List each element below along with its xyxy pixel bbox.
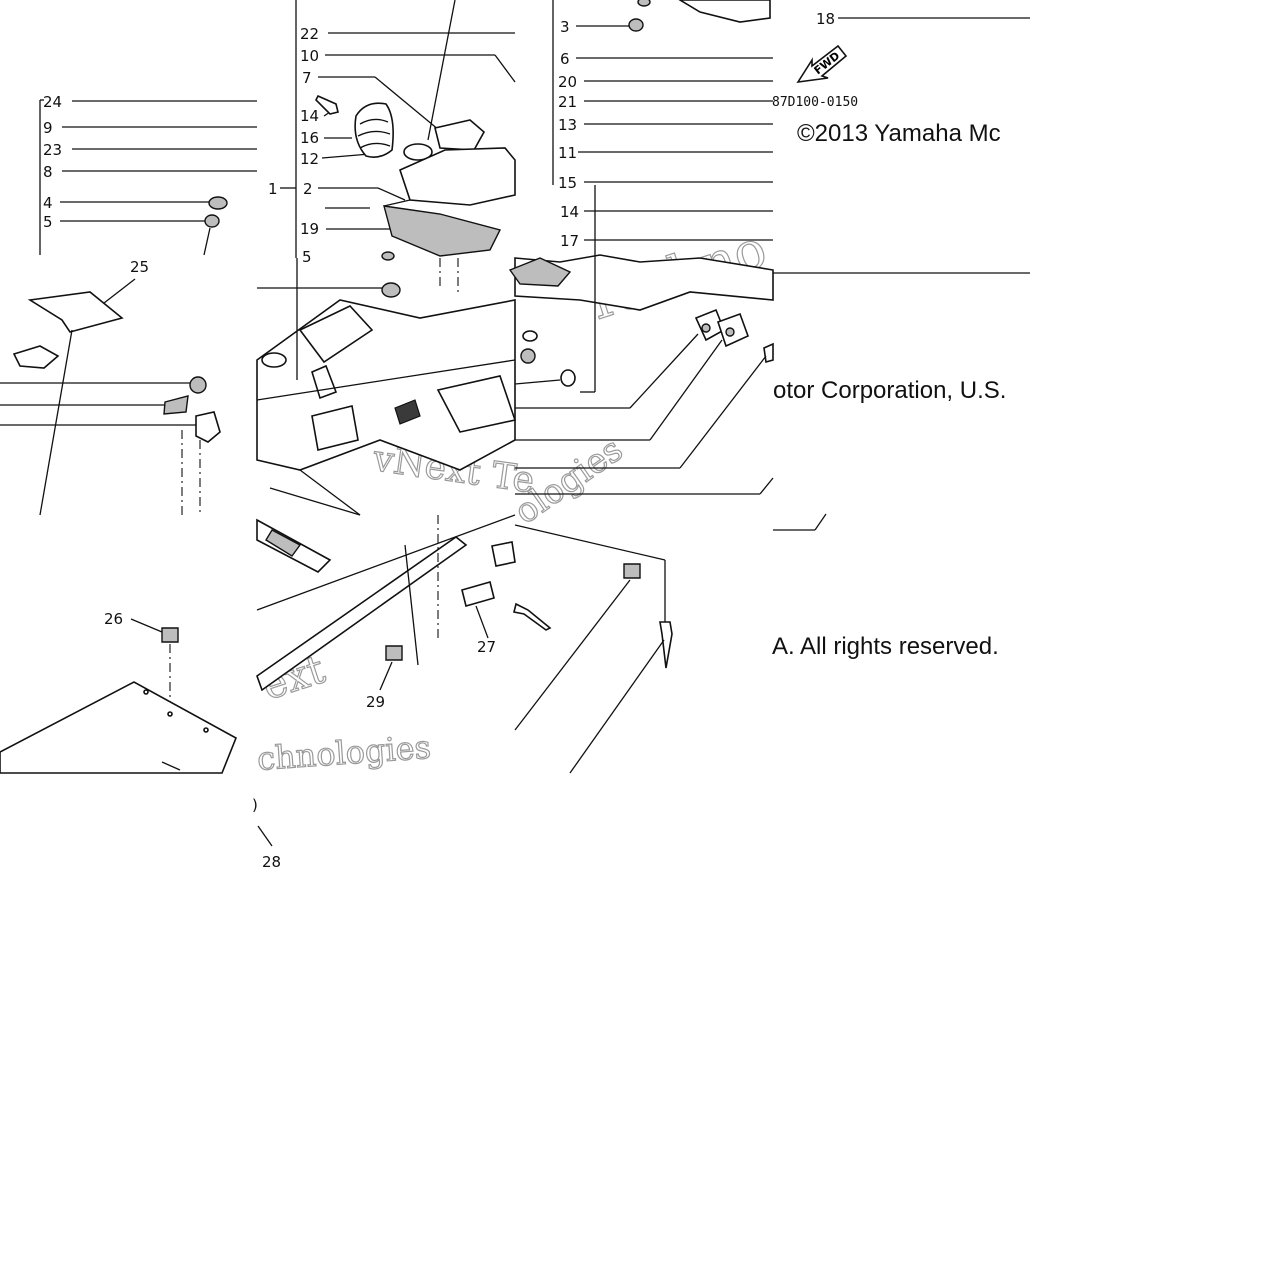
clip-part [163,395,189,415]
callout-27: 27 [477,638,496,656]
nut-part-29 [385,645,403,661]
seat-pan-part [298,305,374,364]
callout-28: 28 [262,853,281,871]
callout-5: 5 [43,213,53,231]
callout-14: 14 [300,107,319,125]
clip-part [491,541,516,567]
callout-9: 9 [43,119,53,137]
callout-23: 23 [43,141,62,159]
copyright-text-2: otor Corporation, U.S. [773,377,1006,404]
grommet-part [189,376,207,394]
callout-29: 29 [366,693,385,711]
grommet-part [261,352,287,368]
nut-part-26 [161,627,179,643]
guard-part-18 [678,0,771,23]
bracket-part [265,529,302,557]
fwd-arrow: FWD [796,44,848,84]
rubber-mount-part-16 [354,102,394,158]
watermark-word: chnologies [256,728,432,778]
callout-7: 7 [302,69,312,87]
frame-opening [394,399,421,425]
callout-12: 12 [300,150,319,168]
callout-fragment: ) [252,796,258,814]
tube-part [763,342,774,364]
washer-part [522,330,538,342]
side-rod [256,536,468,692]
nut-part-5 [381,251,395,261]
screw-part [513,602,552,631]
tile-upper-right: 3 6 20 21 13 11 15 14 17 18 FWD 87D100-0… [508,0,1030,495]
rivet-part [659,621,673,669]
callout-8: 8 [43,163,53,181]
callout-6: 6 [560,50,570,68]
tile-lower-left: 26 [0,610,238,774]
frame-part [514,254,774,311]
bolt-part-14 [315,94,339,115]
tile-lower-right: A. All rights reserved. [514,513,999,774]
tile-lower-center: 27 29 28 ) [252,514,552,871]
bracket-part [195,411,221,443]
copyright-text-3: A. All rights reserved. [772,633,999,660]
pad-part-small [12,345,60,369]
callout-17: 17 [560,232,579,250]
pad-part-25 [27,291,124,333]
callout-16: 16 [300,129,319,147]
nut-part [208,196,228,210]
callout-11: 11 [558,144,577,162]
washer-part [204,214,220,228]
frame-pad [436,375,517,433]
eye-part [725,327,735,337]
callout-25: 25 [130,258,149,276]
callout-13: 13 [558,116,577,134]
callout-2: 2 [303,180,313,198]
bracket-part-17 [508,257,572,287]
cap-part [623,563,641,579]
bracket-part-19 [383,205,502,257]
label-part-27 [461,581,495,607]
undercover-plate [0,681,238,774]
collar-part [560,369,576,387]
copyright-text-1: ©2013 Yamaha Mc [797,120,1001,147]
callout-10: 10 [300,47,319,65]
callout-18: 18 [816,10,835,28]
callout-14-right: 14 [560,203,579,221]
callout-19: 19 [300,220,319,238]
grommet-part [381,282,401,298]
drawing-code: 87D100-0150 [772,95,858,110]
tile-upper-left: 24 9 23 8 4 5 25 [0,93,257,516]
bracket-part-2 [399,147,516,206]
plate-part-7 [434,119,486,151]
callout-26: 26 [104,610,123,628]
nut-part [520,348,536,364]
eye-part [701,323,711,333]
nut-part [637,0,651,7]
callout-3: 3 [560,18,570,36]
callout-1: 1 [268,180,278,198]
washer-part-12 [403,143,433,161]
frame-box [311,405,359,451]
nut-part-3 [628,18,644,32]
callout-15: 15 [558,174,577,192]
callout-20: 20 [558,73,577,91]
callout-21: 21 [558,93,577,111]
callout-4: 4 [43,194,53,212]
callout-24: 24 [43,93,62,111]
callout-5-center: 5 [302,248,312,266]
callout-22: 22 [300,25,319,43]
tile-upper-center: 22 10 7 14 16 12 1 2 19 5 [256,0,517,516]
